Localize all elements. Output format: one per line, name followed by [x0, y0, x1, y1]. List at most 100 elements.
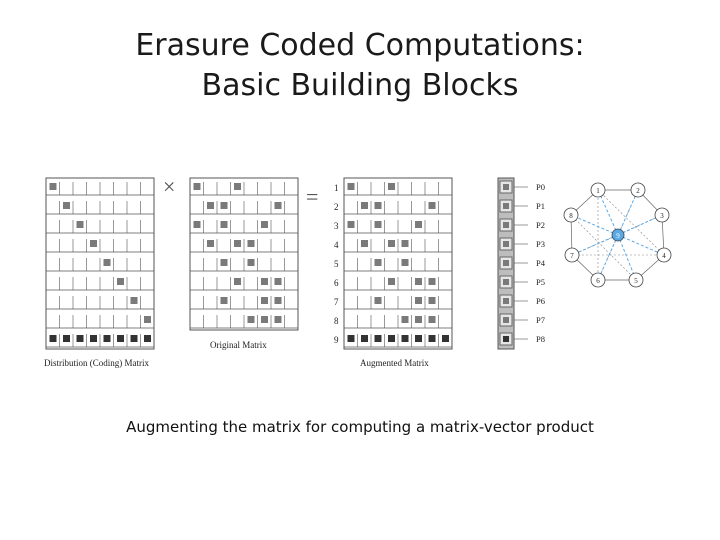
- original-filled-cell: [220, 221, 228, 228]
- graph-node: [563, 207, 579, 223]
- augmented-filled-cell: [401, 316, 409, 323]
- graph-spoke: [617, 214, 663, 236]
- original-filled-cell: [261, 278, 268, 285]
- distribution-filled-cell: [117, 335, 124, 342]
- original-filled-cell: [247, 316, 255, 323]
- augmented-filled-cell: [347, 221, 355, 228]
- processor-block-core: [503, 317, 509, 323]
- augmented-filled-cell: [347, 183, 355, 190]
- distribution-filled-cell: [144, 316, 151, 323]
- original-filled-cell: [220, 259, 228, 266]
- augmented-filled-cell: [388, 278, 395, 285]
- graph-node: [654, 207, 670, 223]
- augmented-filled-cell: [428, 335, 436, 342]
- distribution-filled-cell: [103, 335, 111, 342]
- original-filled-cell: [247, 259, 255, 266]
- augmented-filled-cell: [415, 278, 422, 285]
- distribution-filled-cell: [90, 335, 97, 342]
- row-number: 8: [334, 316, 339, 326]
- row-number: 6: [334, 278, 339, 288]
- equals-operator: =: [306, 184, 318, 209]
- original-filled-cell: [193, 221, 201, 228]
- row-number: 4: [334, 240, 339, 250]
- matrix-figure: Distribution (Coding) Matrix×Original Ma…: [38, 170, 688, 380]
- augmented-filled-cell: [415, 316, 422, 323]
- graph-node-label: 5: [634, 277, 638, 285]
- graph-node-label: 9: [616, 232, 620, 240]
- distribution-filled-cell: [63, 335, 70, 342]
- times-operator: ×: [163, 174, 175, 199]
- augmented-filled-cell: [415, 221, 422, 228]
- processor-block-core: [503, 241, 509, 247]
- augmented-filled-cell: [415, 297, 422, 304]
- distribution-filled-cell: [49, 183, 57, 190]
- slide-title: Erasure Coded Computations: Basic Buildi…: [0, 26, 720, 106]
- original-filled-cell: [234, 183, 241, 190]
- augmented-filled-cell: [428, 297, 436, 304]
- graph-node-label: 2: [636, 187, 640, 195]
- processor-label: P0: [536, 182, 545, 192]
- distribution-filled-cell: [90, 240, 97, 247]
- original-filled-cell: [220, 202, 228, 209]
- graph-node: [611, 228, 625, 242]
- augmented-filled-cell: [388, 335, 395, 342]
- augmented-filled-cell: [374, 202, 382, 209]
- distribution-filled-cell: [49, 335, 57, 342]
- processor-block-core: [503, 279, 509, 285]
- distribution-filled-cell: [130, 335, 138, 342]
- row-number: 9: [334, 335, 339, 345]
- processor-label: P1: [536, 201, 545, 211]
- augmented-filled-cell: [374, 221, 382, 228]
- processor-block-core: [503, 298, 509, 304]
- augmented-filled-cell: [361, 335, 368, 342]
- original-filled-cell: [234, 278, 241, 285]
- distribution-filled-cell: [144, 335, 151, 342]
- distribution-filled-cell: [63, 202, 70, 209]
- graph-node: [590, 182, 606, 198]
- graph-spoke: [597, 234, 619, 281]
- augmented-filled-cell: [442, 335, 449, 342]
- processor-label: P5: [536, 277, 545, 287]
- graph-node-label: 1: [596, 187, 600, 195]
- row-number: 5: [334, 259, 339, 269]
- graph-node-label: 7: [570, 252, 574, 260]
- processor-label: P6: [536, 296, 545, 306]
- original-filled-cell: [261, 316, 268, 323]
- original-frame: [189, 177, 299, 331]
- row-number: 3: [334, 221, 339, 231]
- original-filled-cell: [220, 297, 228, 304]
- processor-block-core: [503, 222, 509, 228]
- original-filled-cell: [261, 221, 268, 228]
- augmented-filled-cell: [428, 278, 436, 285]
- graph-edge-dashed: [570, 214, 637, 281]
- original-filled-cell: [207, 240, 214, 247]
- distribution-filled-cell: [117, 278, 124, 285]
- graph-spoke: [597, 189, 619, 236]
- graph-node: [656, 247, 672, 263]
- augmented-matrix-label: Augmented Matrix: [360, 358, 429, 368]
- graph-node: [628, 272, 644, 288]
- augmented-filled-cell: [428, 202, 436, 209]
- augmented-filled-cell: [428, 316, 436, 323]
- processor-block-core: [503, 260, 509, 266]
- graph-node: [564, 247, 580, 263]
- graph-node: [630, 182, 646, 198]
- augmented-filled-cell: [347, 335, 355, 342]
- row-number: 1: [334, 183, 339, 193]
- graph-spoke: [617, 234, 665, 256]
- augmented-filled-cell: [374, 297, 382, 304]
- processor-block-core: [503, 336, 509, 342]
- augmented-filled-cell: [388, 240, 395, 247]
- augmented-filled-cell: [361, 202, 368, 209]
- graph-node-label: 4: [662, 252, 666, 260]
- graph-edge-dashed: [597, 189, 665, 256]
- graph-node-label: 8: [569, 212, 573, 220]
- augmented-frame: [343, 177, 453, 350]
- graph-spoke: [571, 234, 619, 256]
- graph-spoke: [617, 189, 639, 236]
- augmented-filled-cell: [361, 240, 368, 247]
- figure-caption: Augmenting the matrix for computing a ma…: [126, 418, 594, 436]
- augmented-filled-cell: [415, 335, 422, 342]
- processor-block-core: [503, 184, 509, 190]
- title-line-2: Basic Building Blocks: [201, 68, 519, 103]
